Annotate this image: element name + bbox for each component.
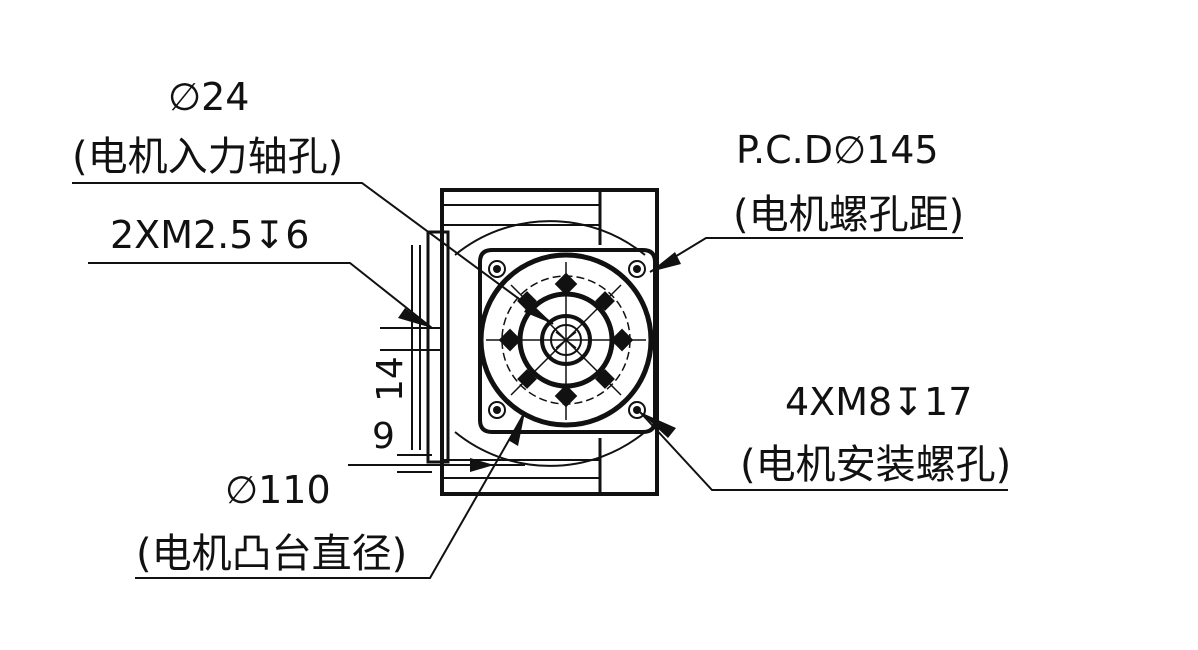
mount-hole-desc: (电机安装螺孔) [740,442,1011,488]
pcd-desc: (电机螺孔距) [733,192,964,238]
mount-hole-dim: 4XM8↧17 [785,380,972,424]
mount-hole [488,260,506,278]
bolt-holes [498,272,634,408]
mount-hole [488,401,506,419]
mount-hole [628,260,646,278]
shaft-hole-dim: ∅24 [168,75,249,119]
arrowheads [398,252,681,472]
pcd-dim: P.C.D∅145 [736,128,939,172]
mount-hole [628,401,646,419]
dim-14: 14 [370,356,411,402]
thread-hole-dim: 2XM2.5↧6 [110,213,309,257]
shaft-hole-desc: (电机入力轴孔) [72,134,343,180]
mount-plate [478,248,657,434]
spigot-dim: ∅110 [225,468,331,512]
dim-9: 9 [372,416,395,457]
spigot-desc: (电机凸台直径) [136,531,407,577]
